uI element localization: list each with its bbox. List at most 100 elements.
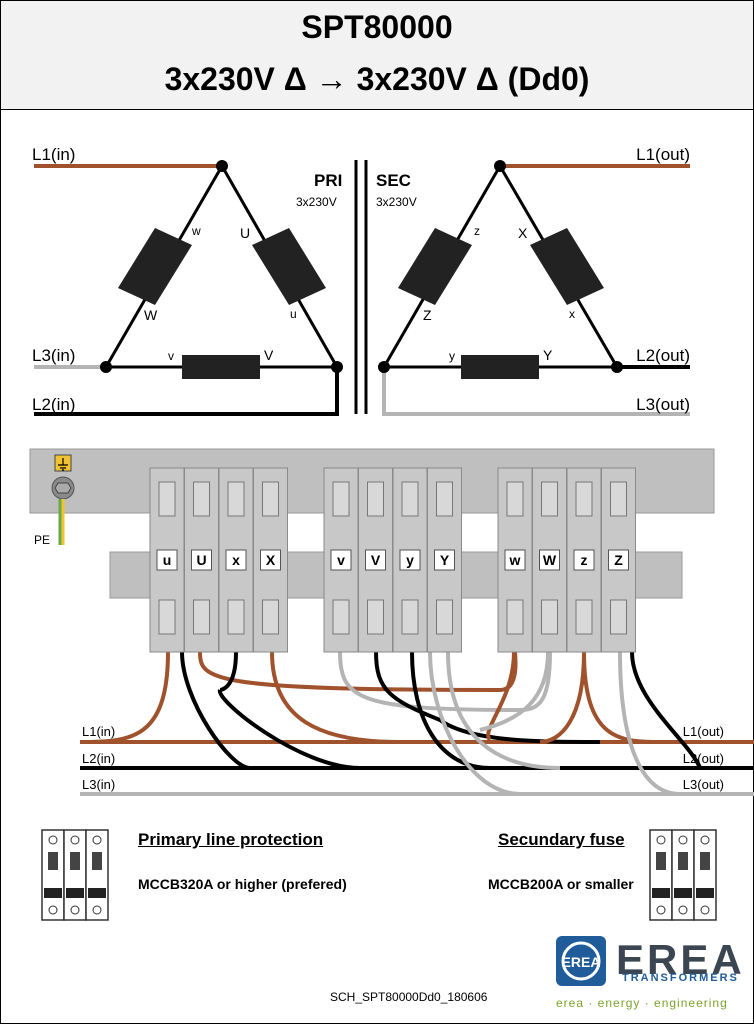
breaker-lever (66, 888, 84, 898)
secondary-breaker-icon (649, 829, 717, 921)
pri-voltage: 3x230V (296, 195, 337, 209)
breaker-terminal (70, 835, 80, 845)
primary-winding-u (252, 228, 326, 305)
pe-nut (54, 482, 72, 494)
terminal-label: Z (614, 552, 623, 568)
pri-label: PRI (314, 171, 342, 190)
terminal-y: y (392, 467, 428, 653)
l3-out-wire (382, 367, 690, 416)
breaker-terminal (678, 905, 688, 915)
terminal-screw-slot (436, 599, 453, 635)
breaker-handle (678, 852, 688, 870)
label-U: U (240, 225, 250, 241)
breaker-terminal (656, 835, 666, 845)
secondary-fuse-title: Secundary fuse (498, 830, 625, 849)
terminal-screw-slot (193, 481, 210, 517)
secondary-winding-y (461, 355, 539, 379)
terminal-label: z (581, 552, 588, 568)
wire (270, 651, 401, 744)
breaker-terminal (48, 905, 58, 915)
l3-in-label: L3(in) (32, 346, 75, 365)
primary-winding-v (182, 355, 260, 379)
terminal-screw-slot (575, 599, 593, 635)
terminal-screw-slot (158, 599, 176, 635)
label-w: w (191, 224, 201, 238)
node (100, 361, 112, 373)
secondary-delta: z Z X x y Y L1(out) L2(out) L3(out) (378, 145, 690, 416)
sec-label: SEC (376, 171, 411, 190)
label-Y: Y (543, 347, 553, 363)
breaker-terminal (700, 835, 710, 845)
terminal-screw-slot (227, 599, 245, 635)
breaker-handle (92, 852, 102, 870)
terminal-screw-slot (332, 599, 350, 635)
l2-in-wire (34, 367, 339, 416)
breaker-terminal (70, 905, 80, 915)
terminal-screw-slot (401, 599, 419, 635)
terminal-label: y (406, 552, 414, 568)
terminal-screw-slot (262, 481, 279, 517)
wire (446, 651, 561, 770)
secondary-winding-z (398, 228, 472, 305)
breaker-terminal (92, 905, 102, 915)
wire (486, 651, 516, 742)
terminal-screw-slot (506, 599, 524, 635)
breaker-lever (674, 888, 692, 898)
secondary-fuse-text: MCCB200A or smaller (488, 876, 634, 892)
label-X: X (518, 225, 528, 241)
terminal-screw-slot (575, 481, 593, 517)
terminal-label: V (371, 552, 381, 568)
node (378, 361, 390, 373)
terminal-z: z (566, 467, 602, 653)
svg-text:EREA: EREA (562, 954, 601, 970)
terminal-label: x (232, 552, 240, 568)
breaker-handle (656, 852, 666, 870)
breaker-handle (700, 852, 710, 870)
erea-logo-icon: EREA (556, 936, 606, 986)
l1-out-bus-label: L1(out) (683, 724, 724, 739)
wire (428, 651, 521, 796)
breaker-lever (44, 888, 62, 898)
l1-in-bus-label: L1(in) (82, 724, 115, 739)
terminal-u: u (149, 467, 185, 653)
label-V: V (264, 347, 274, 363)
terminal-X: X (253, 467, 288, 653)
wire (618, 651, 681, 796)
terminal-label: X (266, 552, 276, 568)
l1-out-label: L1(out) (636, 145, 690, 164)
breaker-lever (696, 888, 714, 898)
terminal-screw-slot (367, 481, 384, 517)
label-z: z (474, 224, 480, 238)
terminal-screw-slot (610, 481, 627, 517)
breaker-lever (88, 888, 106, 898)
breaker-terminal (48, 835, 58, 845)
terminal-label: u (163, 552, 172, 568)
l3-out-label: L3(out) (636, 395, 690, 414)
wire (479, 651, 550, 732)
terminal-label: v (337, 552, 345, 568)
breaker-terminal (700, 905, 710, 915)
wire (338, 651, 552, 713)
breaker-handle (48, 852, 58, 870)
label-v: v (168, 349, 174, 363)
breaker-terminal (92, 835, 102, 845)
primary-delta: w W U u v V L1(in) L3(in) L2(in) (32, 145, 343, 416)
brand-name: EREA (616, 936, 745, 983)
terminal-screw-slot (541, 599, 558, 635)
label-W: W (144, 307, 158, 323)
terminal-screw-slot (541, 481, 558, 517)
wire (539, 651, 661, 744)
brand-subtitle: TRANSFORMERS (622, 972, 739, 984)
terminal-wires (79, 651, 702, 796)
label-x: x (569, 307, 575, 321)
breaker-terminal (678, 835, 688, 845)
terminal-screw-slot (610, 599, 627, 635)
node (216, 160, 228, 172)
l1-in-label: L1(in) (32, 145, 75, 164)
breaker-handle (70, 852, 80, 870)
l2-in-bus-label: L2(in) (82, 751, 115, 766)
voltage-title: 3x230V Δ → 3x230V Δ (Dd0) (164, 61, 590, 97)
l2-in-label: L2(in) (32, 395, 75, 414)
